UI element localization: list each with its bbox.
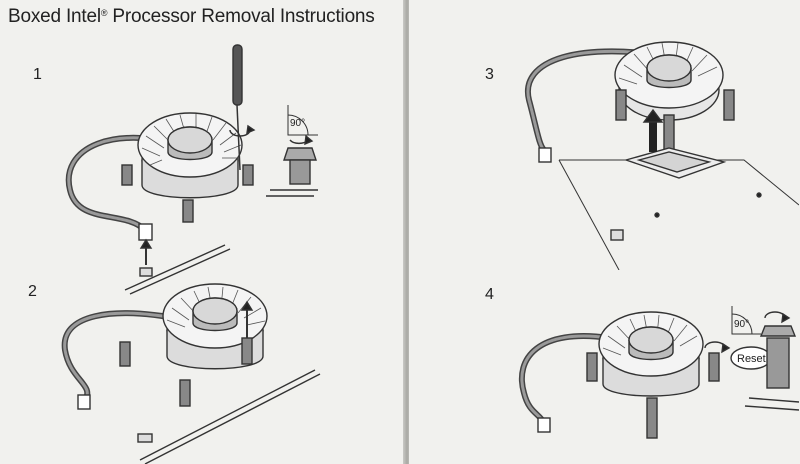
step-2-illustration — [61, 283, 321, 464]
step-1-illustration: 90° — [65, 44, 318, 295]
title-rest: Processor Removal Instructions — [107, 6, 375, 27]
title-brand: Boxed Intel — [8, 6, 101, 27]
step-4-illustration: 90° Reset — [518, 306, 799, 439]
step-2-number: 2 — [28, 283, 37, 300]
step-3-number: 3 — [485, 66, 494, 83]
reset-label: Reset — [737, 353, 766, 365]
page-title: Boxed Intel® Processor Removal Instructi… — [8, 6, 375, 28]
left-page: Boxed Intel® Processor Removal Instructi… — [0, 0, 405, 464]
angle-callout-step1: 90° — [290, 118, 305, 129]
step-3-illustration — [524, 41, 799, 270]
right-page: 3 4 — [409, 0, 800, 464]
step-4-number: 4 — [485, 286, 494, 303]
angle-callout-step4: 90° — [734, 319, 749, 330]
registered-mark: ® — [100, 8, 108, 18]
page-gutter — [403, 0, 411, 464]
step-1-number: 1 — [33, 66, 42, 83]
